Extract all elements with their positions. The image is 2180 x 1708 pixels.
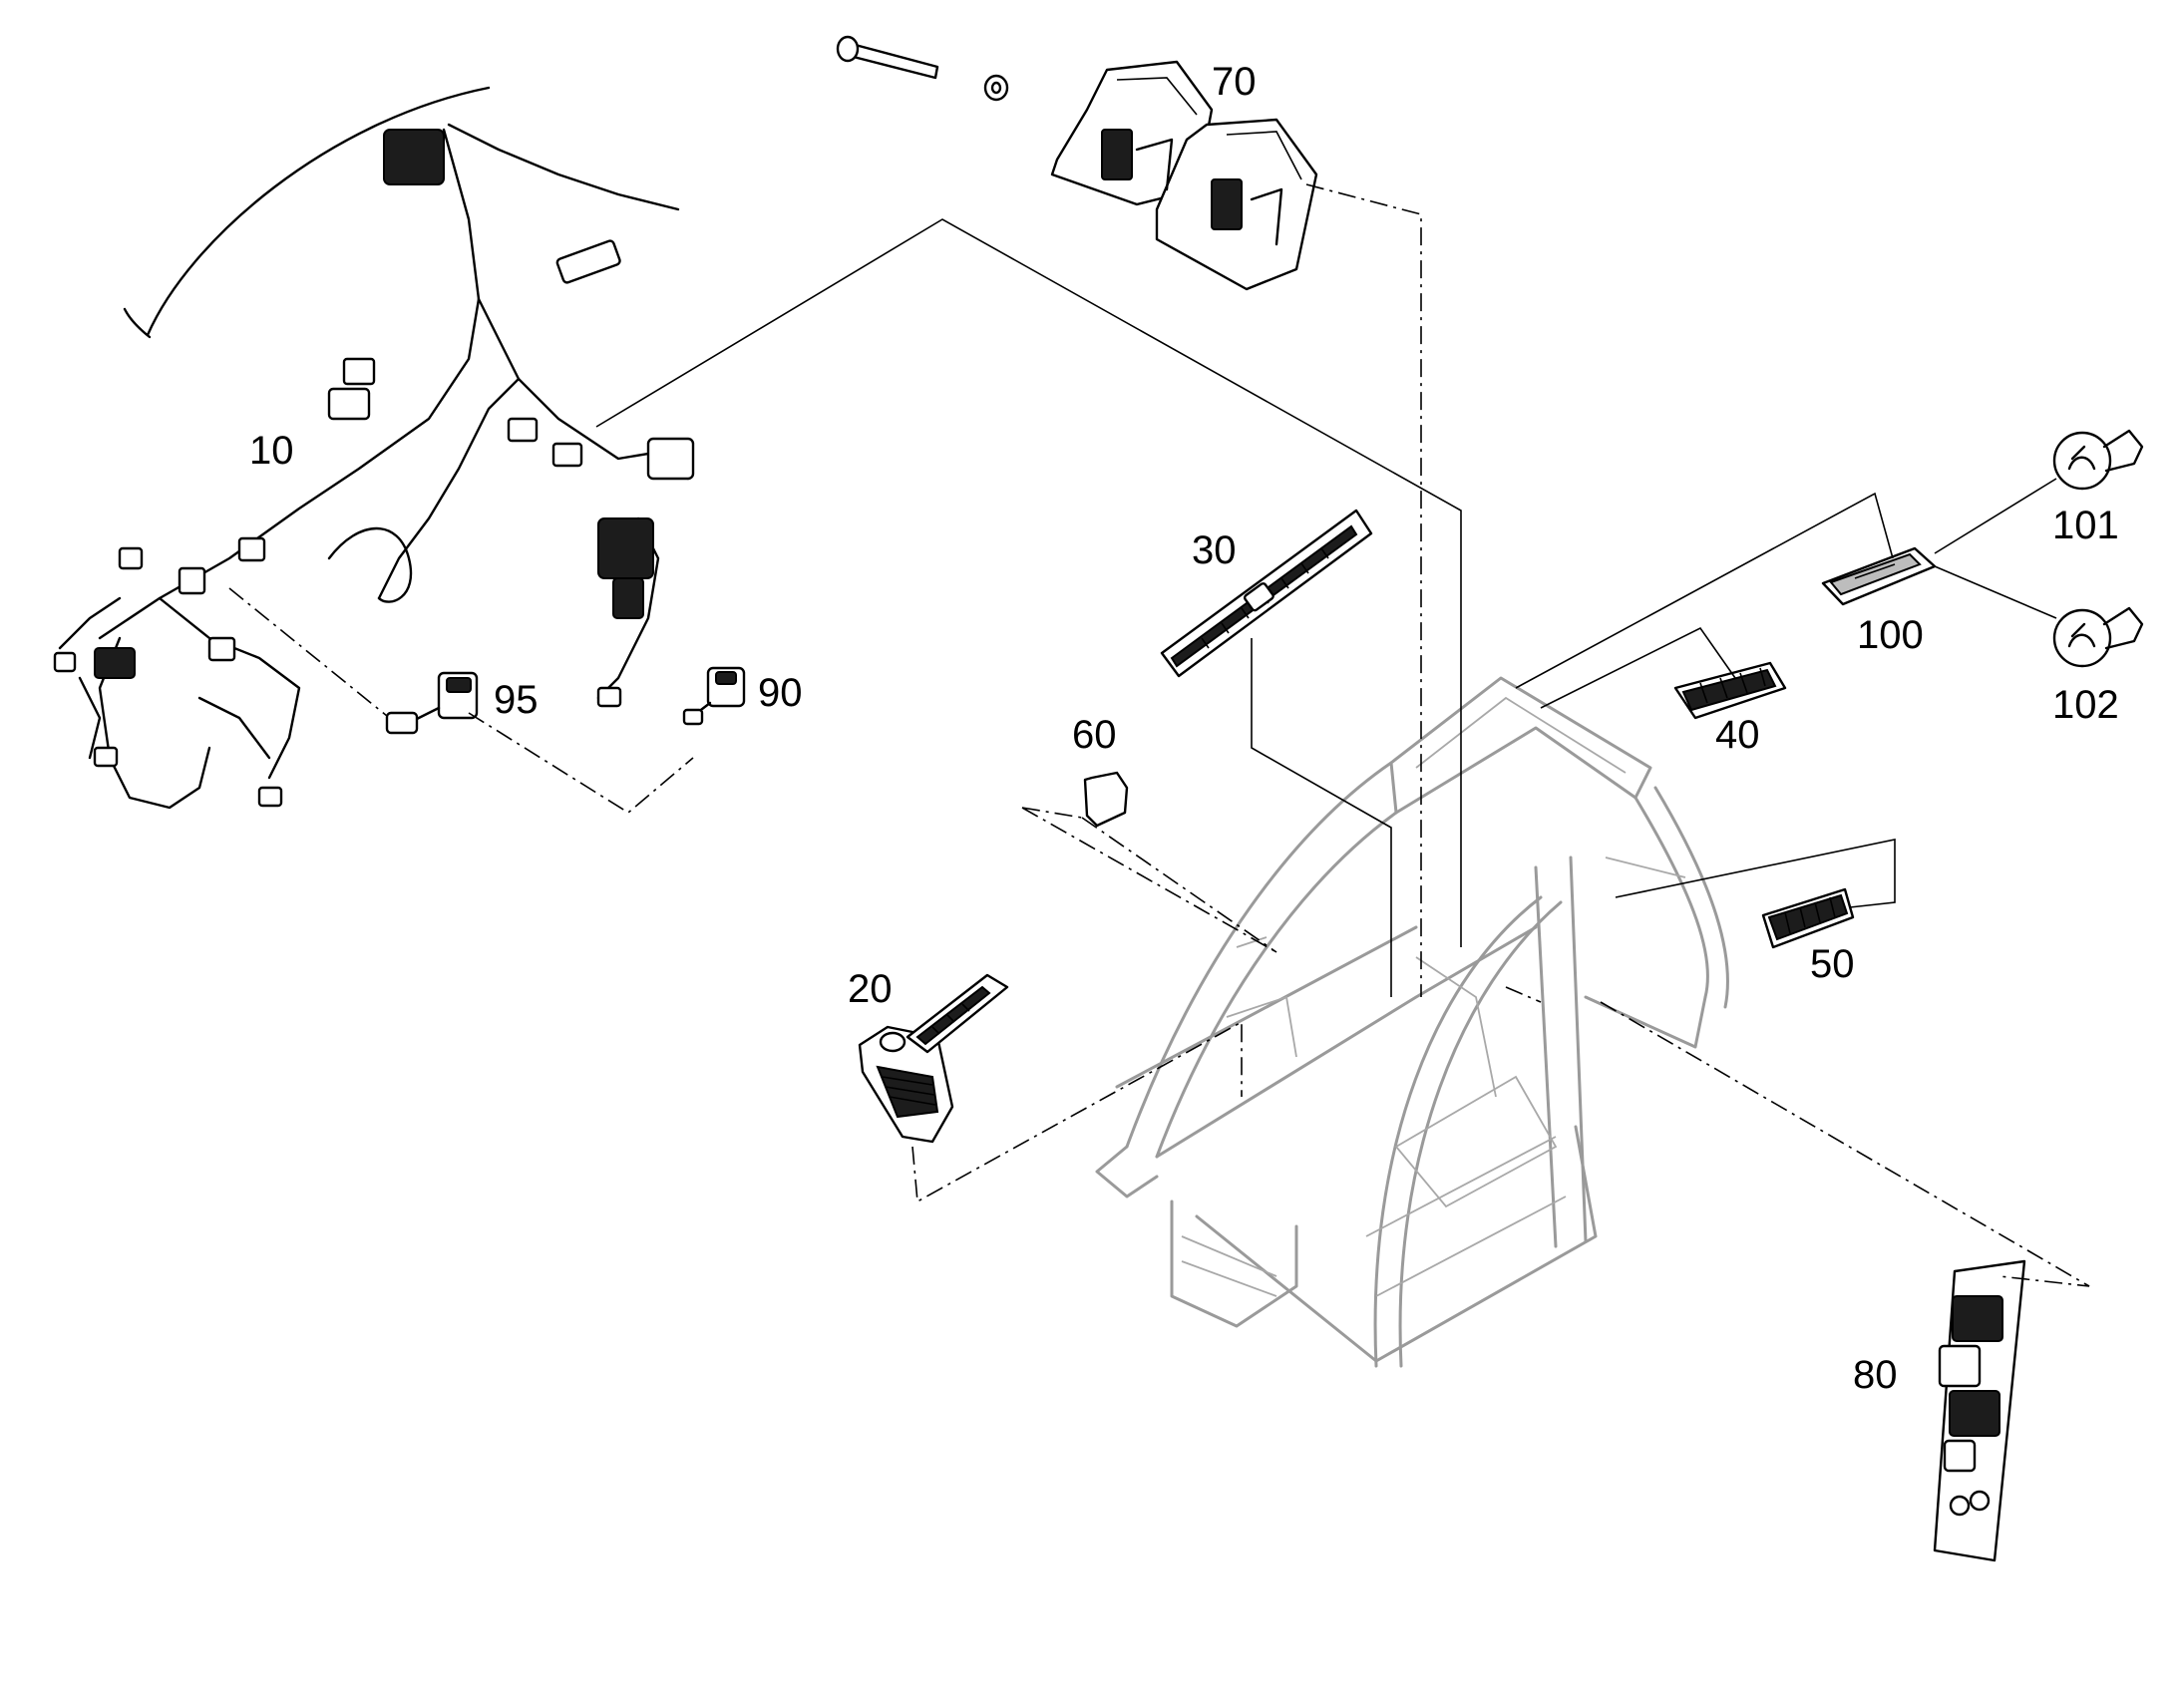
wiring-harness bbox=[53, 86, 695, 810]
instrument-cluster bbox=[836, 35, 1318, 291]
callout-80: 80 bbox=[1853, 1353, 1898, 1397]
socket-90 bbox=[682, 666, 746, 726]
callout-101: 101 bbox=[2052, 504, 2119, 547]
cab-frame bbox=[1095, 676, 1729, 1368]
switch-symbol-102 bbox=[2052, 606, 2144, 668]
switch-block-50 bbox=[1761, 887, 1855, 949]
cover-plate bbox=[1083, 771, 1129, 828]
switch-symbol-101 bbox=[2052, 429, 2144, 491]
callout-100: 100 bbox=[1857, 613, 1924, 657]
callout-labels: 10 20 30 40 50 60 70 80 90 95 100 101 10… bbox=[249, 60, 2119, 1397]
seat-heater-switch bbox=[1821, 546, 1937, 606]
switch-panel bbox=[858, 973, 1009, 1144]
fuse-relay-board bbox=[1933, 1259, 2026, 1562]
socket-95 bbox=[385, 671, 479, 735]
callout-40: 40 bbox=[1715, 713, 1760, 757]
callout-60: 60 bbox=[1072, 713, 1117, 757]
callout-90: 90 bbox=[758, 671, 803, 715]
callout-20: 20 bbox=[848, 967, 893, 1011]
switch-block-40 bbox=[1673, 661, 1787, 720]
leader-lines bbox=[228, 183, 2090, 1287]
callout-30: 30 bbox=[1192, 528, 1237, 572]
callout-10: 10 bbox=[249, 429, 294, 473]
callout-95: 95 bbox=[494, 678, 539, 722]
callout-102: 102 bbox=[2052, 683, 2119, 727]
callout-50: 50 bbox=[1810, 942, 1855, 986]
callout-70: 70 bbox=[1212, 60, 1257, 104]
switch-bar bbox=[1160, 509, 1373, 678]
